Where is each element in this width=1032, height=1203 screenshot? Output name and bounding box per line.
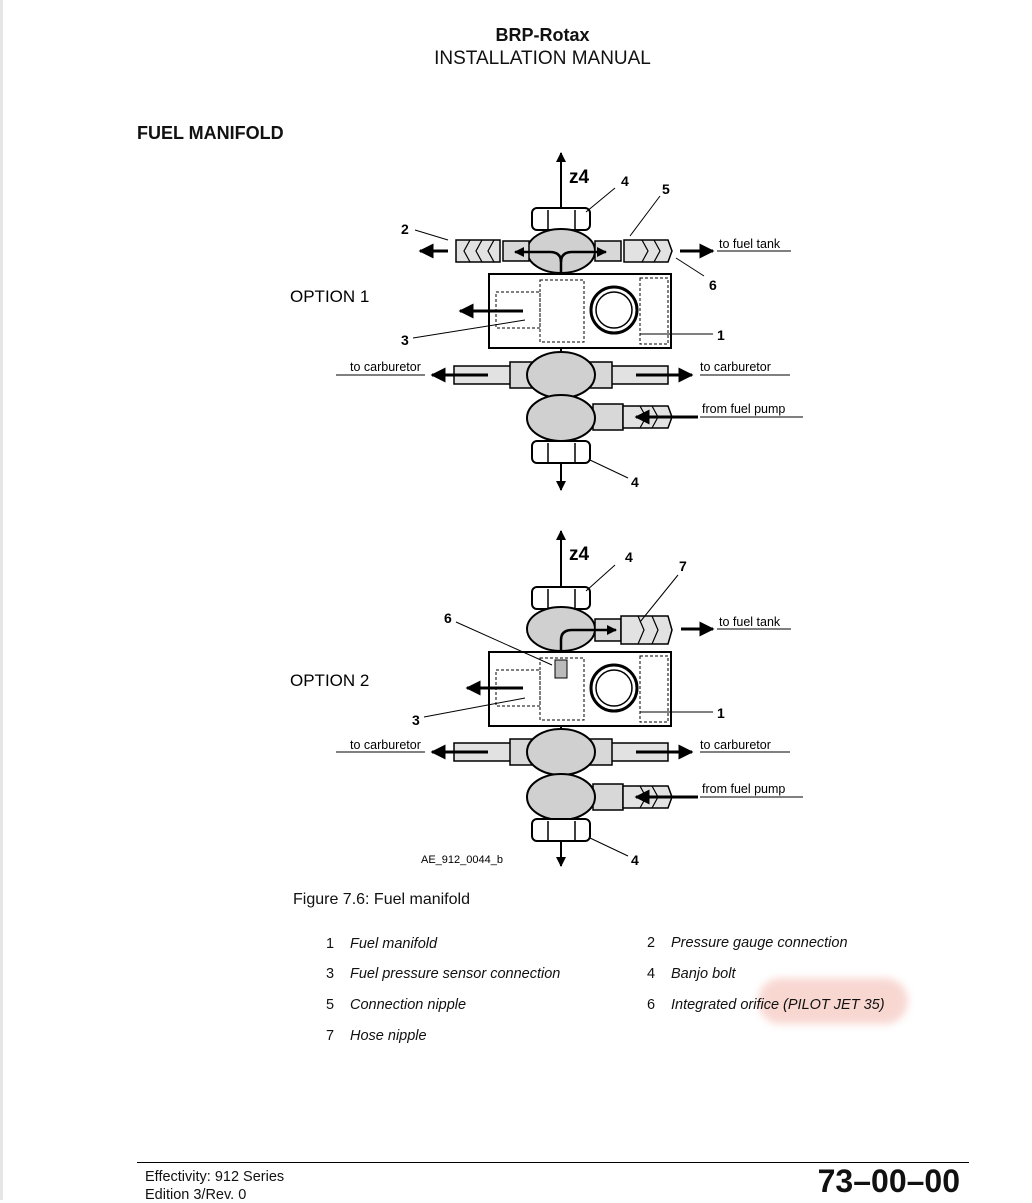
option2-callout-1: 1 — [717, 705, 725, 721]
option1-callout-3: 3 — [401, 332, 409, 348]
section-title: FUEL MANIFOLD — [137, 123, 284, 143]
page-edge — [0, 0, 3, 1200]
option1-callout-4b: 4 — [631, 474, 639, 490]
legend-number: 2 — [647, 935, 656, 951]
option1-from-fuel-pump: from fuel pump — [702, 402, 785, 416]
option2-callout-3: 3 — [412, 712, 420, 728]
footer-effectivity: Effectivity: 912 Series — [145, 1169, 285, 1185]
header-subtitle: INSTALLATION MANUAL — [434, 48, 651, 69]
legend-number: 7 — [326, 1028, 335, 1044]
option2-callout-7: 7 — [679, 558, 687, 574]
banjo-bolt-top-o1 — [531, 207, 591, 231]
legend-number: 5 — [326, 997, 335, 1013]
legend-text: Integrated orifice (PILOT JET 35) — [671, 997, 885, 1013]
option1-drawing: z4 OPTION 1 2 4 5 6 3 1 4 to fuel tank t… — [290, 152, 803, 491]
banjo-bolt-bottom-o2 — [531, 818, 591, 842]
option2-to-carburetor-left: to carburetor — [350, 738, 421, 752]
option1-label: OPTION 1 — [290, 287, 369, 306]
legend-number: 1 — [326, 936, 335, 952]
option2-label: OPTION 2 — [290, 671, 369, 690]
option1-to-fuel-tank: to fuel tank — [719, 237, 781, 251]
option1-callout-1: 1 — [717, 327, 725, 343]
footer-rule — [137, 1162, 969, 1163]
legend-text: Fuel pressure sensor connection — [350, 966, 561, 982]
option2-axis-label: z4 — [569, 544, 590, 565]
legend-text: Banjo bolt — [671, 966, 736, 982]
highlight-mark — [758, 978, 908, 1024]
legend-text: Fuel manifold — [350, 936, 438, 952]
option2-from-fuel-pump: from fuel pump — [702, 782, 785, 796]
option1-callout-4a: 4 — [621, 173, 629, 189]
header-brand: BRP-Rotax — [495, 25, 590, 45]
footer-page-code: 73–00–00 — [817, 1163, 960, 1199]
legend-number: 3 — [326, 966, 335, 982]
option2-to-carburetor-right: to carburetor — [700, 738, 771, 752]
footer-edition: Edition 3/Rev. 0 — [145, 1187, 247, 1203]
legend-number: 6 — [647, 997, 656, 1013]
option2-callout-4b: 4 — [631, 852, 639, 868]
banjo-bolt-top-o2 — [531, 586, 591, 610]
option1-to-carburetor-left: to carburetor — [350, 360, 421, 374]
legend-text: Connection nipple — [350, 997, 467, 1013]
option2-callout-4a: 4 — [625, 549, 633, 565]
banjo-bolt-bottom-o1 — [531, 440, 591, 464]
figure-code: AE_912_0044_b — [421, 854, 503, 866]
legend-text: Hose nipple — [350, 1028, 427, 1044]
option1-callout-6: 6 — [709, 277, 717, 293]
legend-number: 4 — [647, 966, 656, 982]
fuel-manifold-diagram: z4 OPTION 1 2 4 5 6 3 1 4 to fuel tank t… — [290, 152, 803, 868]
legend-text: Pressure gauge connection — [671, 935, 848, 951]
option2-to-fuel-tank: to fuel tank — [719, 615, 781, 629]
option1-to-carburetor-right: to carburetor — [700, 360, 771, 374]
figure-caption: Figure 7.6: Fuel manifold — [293, 891, 470, 908]
option1-callout-5: 5 — [662, 181, 670, 197]
option1-callout-2: 2 — [401, 221, 409, 237]
option2-callout-6: 6 — [444, 610, 452, 626]
option1-axis-label: z4 — [569, 167, 590, 188]
option2-drawing: z4 OPTION 2 4 7 6 3 1 4 to fuel tank to … — [290, 530, 803, 868]
